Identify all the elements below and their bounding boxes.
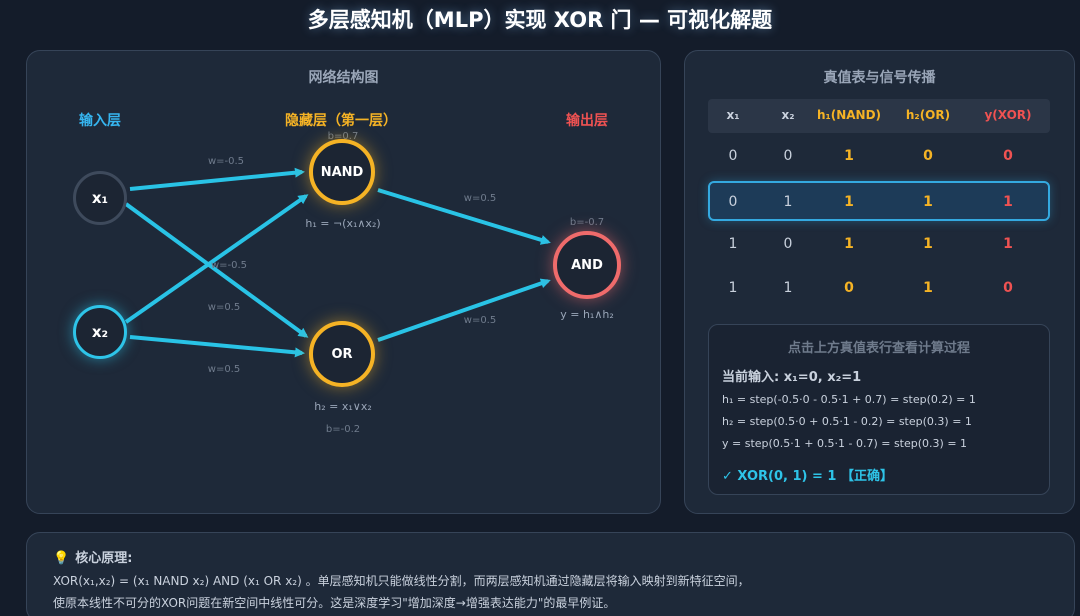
weight-x1-or: w=0.5 — [207, 302, 241, 313]
cell-h2: 1 — [923, 236, 933, 252]
input-node-x1: x₁ — [73, 171, 127, 225]
output-layer-label: 输出层 — [566, 113, 608, 129]
nand-bias: b=0.7 — [327, 131, 359, 142]
nand-formula: h₁ = ¬(x₁∧x₂) — [305, 217, 381, 230]
principle-line-2: 使原本线性不可分的XOR问题在新空间中线性可分。这是深度学习"增加深度→增强表达… — [53, 596, 616, 610]
principle-line-1: XOR(x₁,x₂) = (x₁ NAND x₂) AND (x₁ OR x₂)… — [53, 574, 750, 588]
header-x1: x₁ — [726, 108, 740, 122]
cell-h2: 1 — [923, 194, 933, 210]
truth-table-row-0[interactable]: 0 0 1 0 0 — [708, 137, 1050, 177]
calc-result: ✓ XOR(0, 1) = 1 【正确】 — [722, 469, 893, 484]
cell-x1: 1 — [728, 236, 738, 252]
hidden-node-or: OR — [309, 321, 375, 387]
header-h1: h₁(NAND) — [816, 108, 882, 122]
truth-table-row-3[interactable]: 1 1 0 1 0 — [708, 269, 1050, 309]
edge-x1-nand — [129, 167, 305, 191]
hidden-layer-label: 隐藏层（第一层） — [285, 113, 397, 129]
input-layer-label: 输入层 — [79, 113, 121, 129]
header-h2: h₂(OR) — [905, 108, 951, 122]
network-panel: 网络结构图 — [26, 50, 661, 514]
header-y: y(XOR) — [984, 108, 1032, 122]
edge-x2-or — [129, 335, 305, 358]
edge-nand-and — [377, 188, 551, 245]
hidden-node-nand: NAND — [309, 139, 375, 205]
principle-heading: 💡 核心原理: — [53, 547, 132, 566]
edge-x1-or — [124, 202, 309, 338]
page-title: 多层感知机（MLP）实现 XOR 门 — 可视化解题 — [307, 8, 773, 32]
and-bias: b=-0.7 — [569, 217, 605, 228]
weight-x2-or: w=0.5 — [207, 364, 241, 375]
output-node-and: AND — [553, 231, 621, 299]
weight-x1-nand: w=-0.5 — [207, 156, 245, 167]
cell-y: 0 — [1003, 280, 1013, 296]
calc-line-y: y = step(0.5·1 + 0.5·1 - 0.7) = step(0.3… — [722, 437, 968, 450]
header-x2: x₂ — [781, 108, 795, 122]
calc-line-h1: h₁ = step(-0.5·0 - 0.5·1 + 0.7) = step(0… — [722, 393, 976, 406]
cell-x2: 0 — [783, 148, 793, 164]
cell-x2: 1 — [783, 280, 793, 296]
cell-y: 0 — [1003, 148, 1013, 164]
network-panel-title: 网络结构图 — [308, 70, 379, 86]
cell-h2: 1 — [923, 280, 933, 296]
weight-x2-nand: w=-0.5 — [210, 260, 248, 271]
truth-table-row-2[interactable]: 1 0 1 1 1 — [708, 225, 1050, 265]
and-formula: y = h₁∧h₂ — [560, 308, 614, 321]
calculation-hint: 点击上方真值表行查看计算过程 — [787, 341, 970, 356]
or-formula: h₂ = x₁∨x₂ — [314, 400, 372, 413]
truth-table-title: 真值表与信号传播 — [823, 70, 936, 86]
weight-or-and: w=0.5 — [463, 315, 497, 326]
cell-x1: 0 — [728, 194, 738, 210]
cell-h2: 0 — [923, 148, 933, 164]
calc-line-h2: h₂ = step(0.5·0 + 0.5·1 - 0.2) = step(0.… — [722, 415, 972, 428]
truth-table-row-1[interactable]: 0 1 1 1 1 — [708, 181, 1050, 221]
calculation-box: 点击上方真值表行查看计算过程 当前输入: x₁=0, x₂=1 h₁ = ste… — [708, 324, 1050, 495]
principle-title: 核心原理: — [75, 551, 133, 566]
cell-y: 1 — [1003, 194, 1013, 210]
weight-nand-and: w=0.5 — [463, 193, 497, 204]
truth-table-header: x₁ x₂ h₁(NAND) h₂(OR) y(XOR) — [708, 99, 1050, 133]
principle-panel: 💡 核心原理: XOR(x₁,x₂) = (x₁ NAND x₂) AND (x₁… — [26, 532, 1075, 616]
cell-x2: 1 — [783, 194, 793, 210]
cell-h1: 1 — [844, 194, 854, 210]
current-input: 当前输入: x₁=0, x₂=1 — [722, 370, 862, 385]
edge-x2-nand — [124, 194, 309, 324]
network-edges — [124, 167, 551, 358]
lightbulb-icon: 💡 — [53, 551, 70, 566]
cell-x1: 1 — [728, 280, 738, 296]
cell-h1: 0 — [844, 280, 854, 296]
edge-or-and — [377, 278, 551, 342]
or-bias: b=-0.2 — [325, 424, 361, 435]
input-node-x2: x₂ — [73, 305, 127, 359]
cell-x2: 0 — [783, 236, 793, 252]
cell-h1: 1 — [844, 148, 854, 164]
cell-h1: 1 — [844, 236, 854, 252]
cell-x1: 0 — [728, 148, 738, 164]
cell-y: 1 — [1003, 236, 1013, 252]
